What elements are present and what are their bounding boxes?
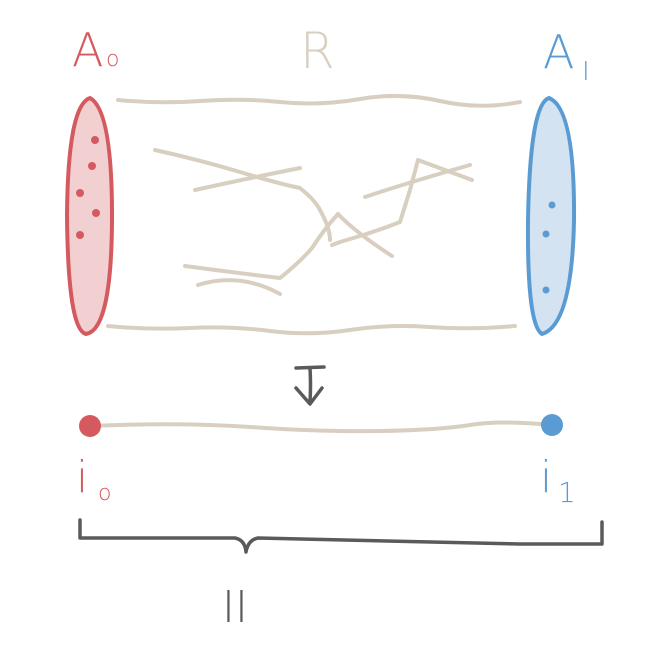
label-interval: II — [222, 582, 248, 633]
set-a1-point — [542, 286, 550, 294]
relation-strand — [193, 166, 302, 192]
set-a0-point — [76, 189, 84, 197]
interval-line — [90, 420, 554, 434]
label-i1: i — [540, 452, 552, 503]
set-a1-points — [542, 201, 556, 294]
set-a0-point — [91, 136, 99, 144]
interval-brace — [78, 518, 604, 554]
label-a1: A — [543, 25, 574, 79]
relation-strand — [183, 212, 340, 280]
arrow-shaft — [308, 366, 313, 404]
relation-strand — [196, 278, 282, 296]
label-relation: R — [300, 22, 335, 80]
endpoint-i1 — [541, 414, 563, 436]
set-a0-point — [92, 209, 100, 217]
relation-bottom-edge — [106, 324, 517, 336]
endpoint-i0 — [79, 415, 101, 437]
set-a1-point — [548, 201, 556, 209]
arrow-head — [294, 386, 324, 406]
label-a0: A — [72, 23, 103, 77]
set-a1 — [525, 95, 577, 337]
set-a1-point — [542, 230, 550, 238]
set-a0 — [64, 95, 115, 337]
label-i0: i — [76, 452, 88, 503]
relation-strand — [330, 158, 420, 247]
set-a0-point — [76, 231, 84, 239]
relation-strand — [153, 148, 332, 242]
relation-top-edge — [116, 93, 522, 108]
relation-strand — [336, 212, 394, 258]
set-a0-ellipse — [64, 95, 115, 337]
set-a0-point — [88, 162, 96, 170]
set-a1-ellipse — [525, 95, 577, 337]
label-a1-subscript: I — [582, 57, 590, 87]
label-a0-subscript: o — [106, 47, 119, 72]
maps-to-arrow — [294, 365, 326, 406]
set-a0-points — [76, 136, 100, 239]
label-i0-subscript: o — [98, 481, 111, 506]
label-i1-subscript: 1 — [558, 476, 576, 509]
relation-region — [106, 93, 522, 336]
